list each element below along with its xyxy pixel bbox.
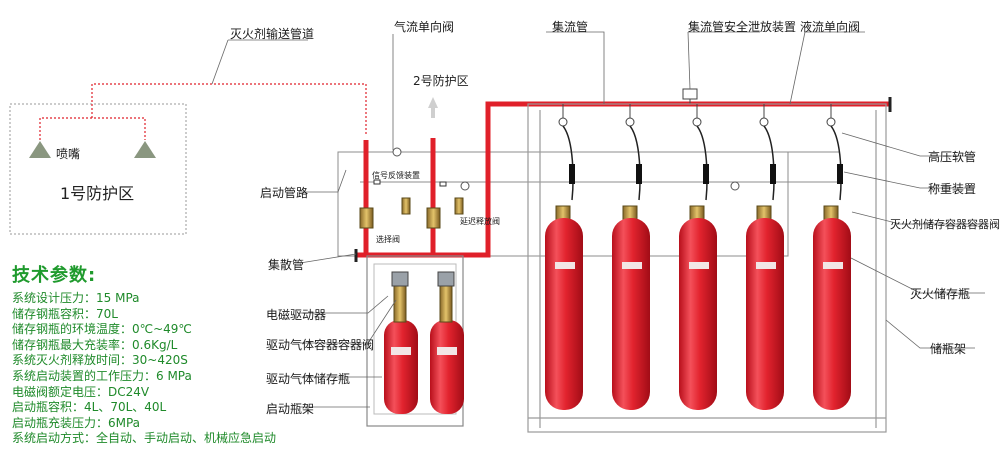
zone2-arrow-shaft (431, 108, 435, 118)
label-manifold-relief: 集流管安全泄放装置 (688, 20, 797, 34)
label-hp-hose: 高压软管 (928, 150, 977, 164)
driver-gas-cylinders (384, 271, 464, 414)
spec-item: 电磁阀额定电压：DC24V (12, 384, 150, 399)
label-driver-gas-valve: 驱动气体容器容器阀 (266, 338, 375, 352)
label-agent-cylinder: 灭火储存瓶 (910, 287, 971, 301)
label-weighing: 称重装置 (928, 182, 977, 196)
label-agent-delivery-pipe: 灭火剂输送管道 (230, 27, 315, 41)
label-delay-valve: 延迟释放阀 (460, 217, 500, 226)
agent-delivery-pipe (39, 83, 367, 140)
label-start-rack: 启动瓶架 (266, 402, 315, 416)
label-driver-gas-cylinder: 驱动气体储存瓶 (266, 372, 351, 386)
label-liquid-check-valve: 液流单向阀 (800, 20, 861, 34)
label-selector-valve: 选择阀 (376, 235, 400, 244)
label-manifold: 集流管 (552, 20, 589, 34)
label-signal-feedback: 信号反馈装置 (372, 171, 420, 180)
leader-lines (211, 31, 985, 408)
manifold-relief-device (682, 88, 698, 100)
spec-panel: 技术参数: 系统设计压力：15 MPa 储存钢瓶容积：70L 储存钢瓶的环境温度… (12, 261, 332, 447)
agent-cylinder (545, 104, 583, 410)
label-start-pipeline: 启动管路 (260, 186, 309, 200)
signal-feedback-icon (439, 181, 447, 187)
spec-item: 储存钢瓶容积：70L (12, 306, 118, 321)
agent-cylinder (746, 104, 784, 410)
airflow-check-valve-icon (392, 147, 402, 157)
label-nozzle: 喷嘴 (56, 147, 81, 161)
spec-item: 启动瓶充装压力：6MPa (12, 415, 141, 430)
label-cylinder-rack: 储瓶架 (930, 342, 967, 356)
agent-cylinder (679, 104, 717, 410)
check-valve-icon (460, 181, 470, 191)
check-valve-icon (730, 181, 740, 191)
label-diffuser-pipe: 集散管 (268, 258, 305, 272)
label-airflow-check-valve: 气流单向阀 (394, 20, 455, 34)
spec-item: 系统启动装置的工作压力：6 MPa (12, 368, 192, 383)
spec-item: 启动瓶容积：4L、70L、40L (12, 400, 167, 415)
label-zone1: 1号防护区 (60, 184, 135, 203)
zone1-boundary (9, 103, 187, 235)
label-agent-valve: 灭火剂储存容器容器阀 (890, 218, 1000, 231)
spec-item: 储存钢瓶的环境温度：0℃~49℃ (12, 322, 192, 337)
agent-cylinder (813, 104, 851, 410)
agent-cylinders (545, 104, 851, 410)
nozzle-icon (29, 141, 51, 158)
zone2-arrow-icon (428, 97, 438, 108)
spec-title: 技术参数: (12, 265, 97, 286)
label-zone2: 2号防护区 (413, 74, 469, 88)
nozzle-icon (134, 141, 156, 158)
spec-item: 储存钢瓶最大充装率：0.6Kg/L (12, 337, 178, 352)
spec-item: 系统灭火剂释放时间：30~420S (12, 353, 188, 368)
spec-item: 系统启动方式：全自动、手动启动、机械应急启动 (12, 431, 277, 446)
agent-cylinder (612, 104, 650, 410)
spec-item: 系统设计压力：15 MPa (12, 291, 140, 305)
selector-valves (359, 197, 464, 229)
cylinder-rack (527, 103, 887, 433)
signal-feedback-icon (373, 179, 381, 185)
label-solenoid-driver: 电磁驱动器 (266, 308, 327, 322)
